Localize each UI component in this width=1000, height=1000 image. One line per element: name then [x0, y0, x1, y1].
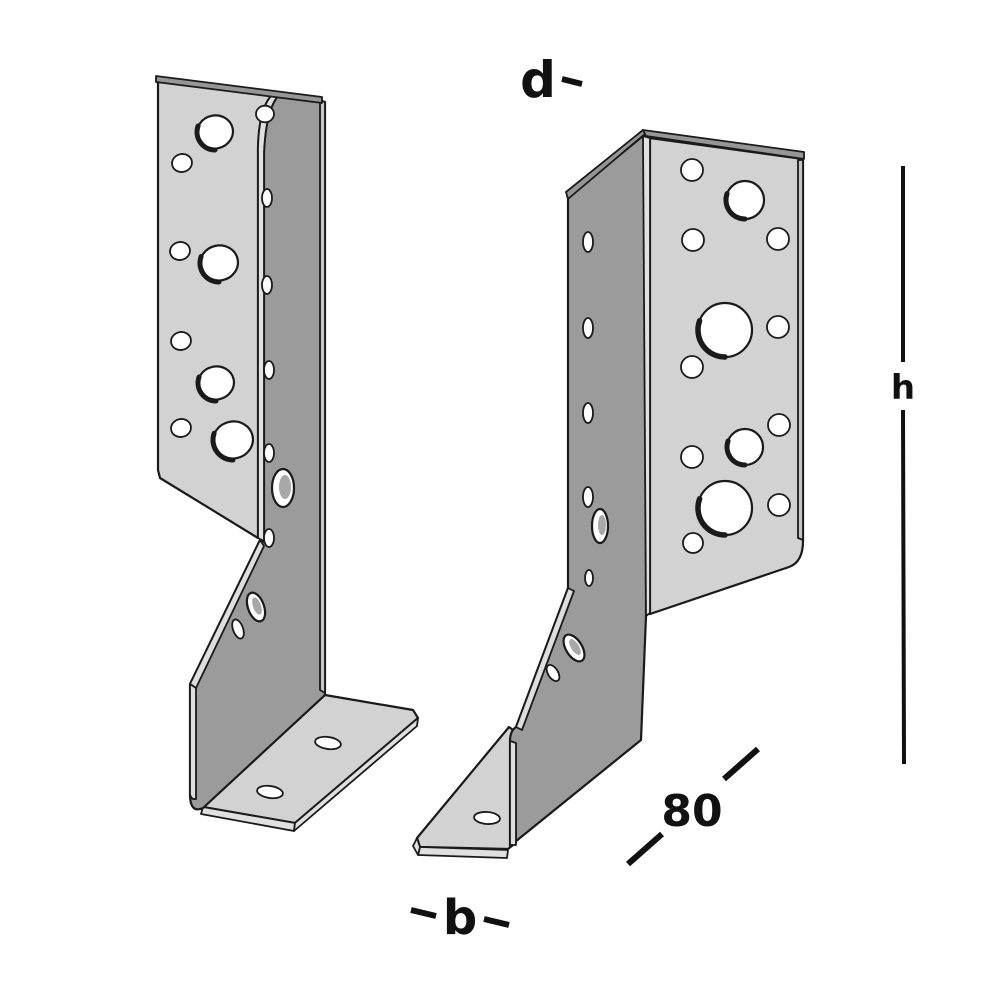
right-web-face-holes	[545, 231, 610, 682]
dim-tick-80-lower	[626, 831, 664, 867]
right-flange-edge-thickness-2	[412, 837, 421, 856]
right-bracket-bend	[642, 135, 651, 617]
dim-dash-d	[561, 76, 583, 87]
right-web-left-edge	[509, 740, 517, 846]
right-bracket-base-flange	[415, 725, 515, 851]
right-bracket-nail-plate	[648, 136, 805, 616]
left-flange-edge-thickness-2	[293, 717, 419, 832]
dim-tick-80-upper	[722, 746, 760, 782]
left-web-left-edge	[189, 683, 197, 801]
left-side-face-holes	[169, 104, 275, 463]
right-plate-top-edge	[642, 129, 805, 160]
dimension-annotations: d h 80 b	[410, 51, 915, 946]
dim-label-h: h	[891, 368, 915, 408]
right-web-bent-edge	[515, 587, 575, 731]
left-flange-hole	[256, 784, 284, 800]
dim-label-d: d	[520, 51, 556, 109]
left-flange-hole	[314, 735, 342, 751]
right-bracket-web-face	[508, 134, 648, 848]
right-flange-hole	[473, 811, 501, 825]
dim-dash-b-right	[483, 916, 510, 928]
left-bracket	[155, 75, 420, 832]
right-flange-edge-thickness	[417, 846, 509, 859]
left-web-right-edge	[319, 99, 326, 694]
right-nail-plate-holes	[680, 158, 791, 554]
dim-line-h-lower	[901, 409, 906, 765]
left-bracket-top-edge	[155, 75, 323, 104]
dim-label-80: 80	[661, 786, 722, 837]
right-bracket	[412, 129, 805, 859]
dim-dash-b-left	[410, 907, 437, 919]
left-web-face-holes	[231, 188, 296, 640]
dim-label-b: b	[443, 890, 477, 946]
right-plate-right-edge	[797, 159, 804, 541]
